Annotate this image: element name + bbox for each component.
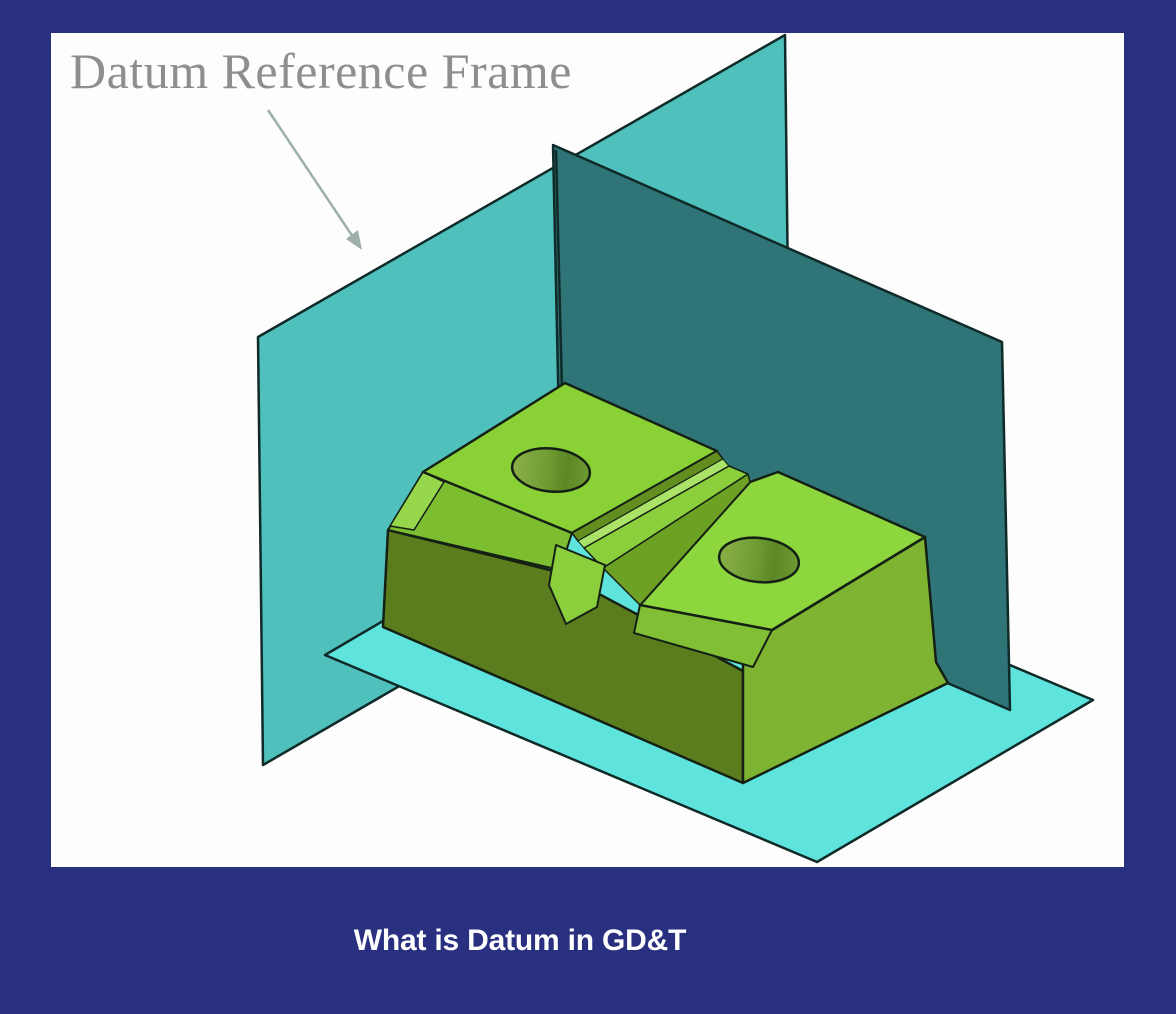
caption-text: What is Datum in GD&T: [353, 923, 687, 957]
slot-right-wall: [602, 473, 751, 606]
datum-reference-frame-diagram: [256, 33, 1095, 864]
figure-label: Datum Reference Frame: [70, 43, 572, 99]
figure-panel: Datum Reference Frame: [51, 33, 1124, 867]
caption-bar: What is Datum in GD&T: [0, 867, 1176, 1014]
slot-exit: [548, 544, 606, 625]
workpiece-corner-chamfer: [389, 471, 445, 531]
workpiece: [381, 381, 950, 785]
leader-arrowhead: [346, 230, 362, 250]
datum-hole-left: [510, 446, 592, 494]
leader-arrow: [266, 109, 362, 250]
datum-hole-right: [717, 536, 801, 584]
